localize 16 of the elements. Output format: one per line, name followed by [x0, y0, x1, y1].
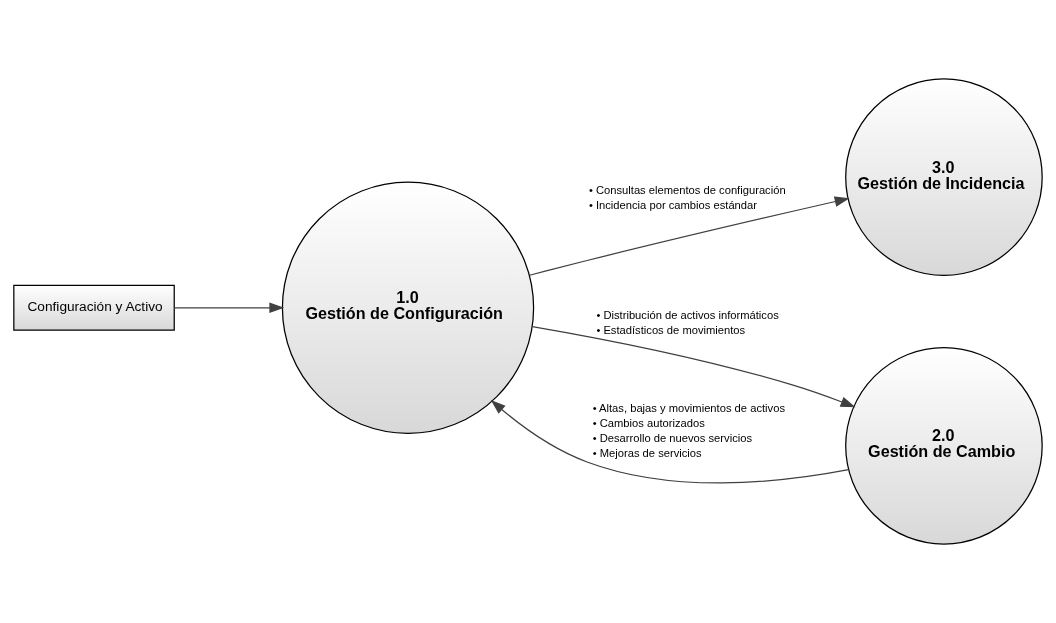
arrow [529, 196, 850, 276]
node-circle: 1.0 Gestión de Configuración [281, 181, 535, 434]
node-box: Configuración y Activo [13, 284, 175, 331]
arrow [490, 399, 850, 484]
arrow [531, 325, 856, 408]
edge-label: • Desarrollo de nuevos servicios [592, 432, 753, 445]
edge-label: • Cambios autorizados [592, 417, 705, 430]
edge-label: • Mejoras de servicios [592, 447, 702, 460]
edge-label: • Incidencia por cambios estándar [588, 198, 758, 211]
node-circle: 2.0 Gestión de Cambio [845, 346, 1043, 545]
arrow [173, 302, 285, 313]
edge-label: • Estadísticos de movimientos [596, 324, 746, 337]
edge-label: • Altas, bajas y movimientos de activos [592, 402, 785, 415]
edge-label: • Consultas elementos de configuración [588, 183, 786, 196]
edge-label: • Distribución de activos informáticos [596, 309, 779, 322]
node-circle: 3.0 Gestión de Incidencia [845, 78, 1043, 277]
